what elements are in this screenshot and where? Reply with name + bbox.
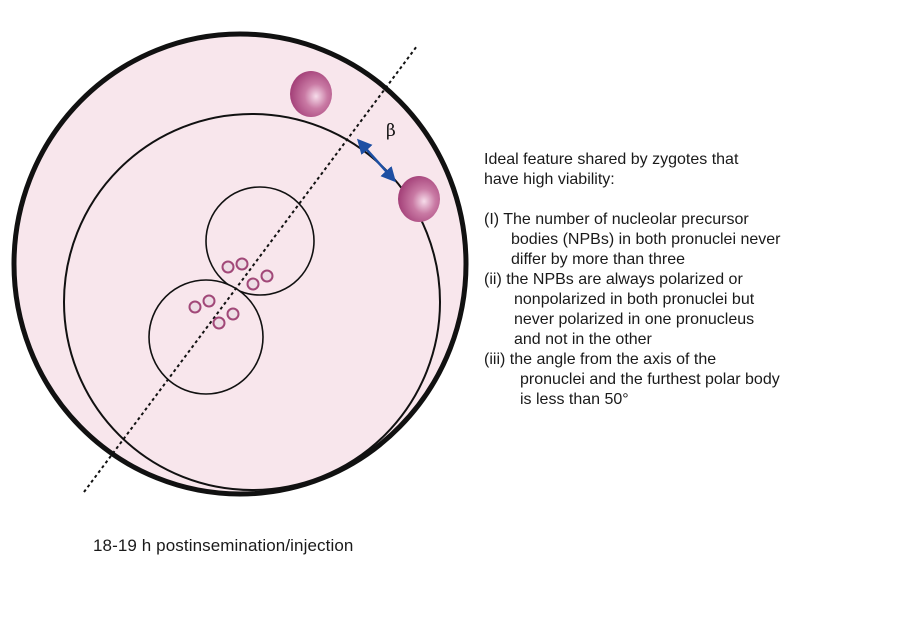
- feature-heading: Ideal feature shared by zygotes that hav…: [484, 150, 904, 190]
- npb-group-upper: [221, 257, 274, 291]
- criterion-line: differ by more than three: [511, 251, 686, 268]
- criterion-line: (ii) the NPBs are always polarized or: [484, 271, 743, 288]
- npb: [260, 269, 274, 283]
- criterion-line: and not in the other: [514, 331, 652, 348]
- feature-description: Ideal feature shared by zygotes that hav…: [484, 150, 904, 410]
- angle-beta-label: β: [386, 121, 396, 141]
- heading-line: Ideal feature shared by zygotes that: [484, 151, 739, 168]
- criterion-line: (iii) the angle from the axis of the: [484, 351, 717, 368]
- npb: [188, 300, 202, 314]
- polar-body-1: [290, 71, 332, 117]
- criterion-line: nonpolarized in both pronuclei but: [514, 291, 755, 308]
- npb: [212, 316, 226, 330]
- npb: [221, 260, 235, 274]
- npb: [202, 294, 216, 308]
- npb: [226, 307, 240, 321]
- npb-group-lower: [188, 294, 240, 330]
- diagram-caption: 18-19 h postinsemination/injection: [93, 536, 354, 555]
- polar-body-2: [398, 176, 440, 222]
- pronucleus-upper: [205, 186, 315, 296]
- pronuclear-axis: [83, 45, 418, 493]
- criterion-line: never polarized in one pronucleus: [514, 311, 755, 328]
- npb: [235, 257, 249, 271]
- criterion-2: (ii) the NPBs are always polarized or no…: [484, 270, 904, 350]
- angle-arrow: [356, 138, 397, 183]
- criterion-1: (I) The number of nucleolar precursor bo…: [484, 210, 904, 270]
- criterion-line: is less than 50°: [520, 391, 629, 408]
- criterion-line: pronuclei and the furthest polar body: [520, 371, 780, 388]
- oolemma: [63, 113, 441, 491]
- criterion-line: bodies (NPBs) in both pronuclei never: [511, 231, 781, 248]
- criterion-3: (iii) the angle from the axis of the pro…: [484, 350, 904, 410]
- npb: [246, 277, 260, 291]
- heading-line: have high viability:: [484, 171, 615, 188]
- criterion-line: (I) The number of nucleolar precursor: [484, 211, 749, 228]
